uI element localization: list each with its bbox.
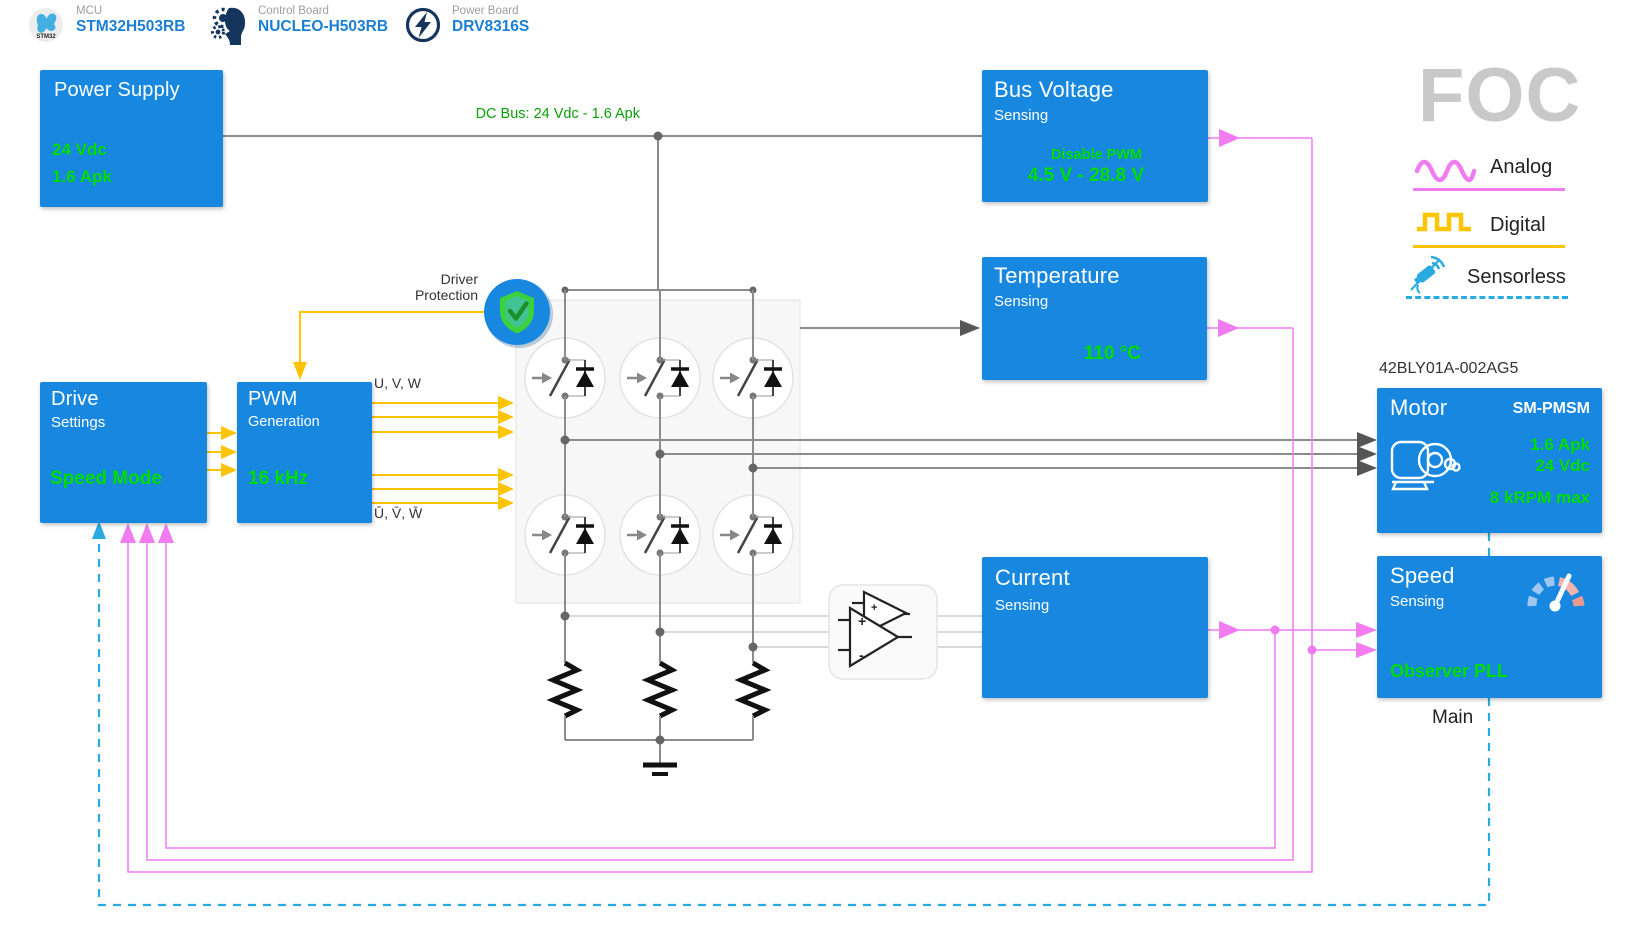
bus-voltage-block[interactable]: Bus Voltage Sensing Disable PWM 4.5 V - … (982, 70, 1208, 202)
temperature-block[interactable]: Temperature Sensing 110 °C (982, 257, 1207, 380)
motor-voltage: 24 Vdc (1535, 456, 1590, 475)
dc-bus-wire (223, 131, 982, 294)
foc-logo: FOC (1418, 53, 1582, 138)
analog-line-sample (1413, 188, 1565, 191)
legend-digital-label: Digital (1490, 214, 1546, 236)
header-item-control-board: Control Board NUCLEO-H503RB (210, 5, 388, 47)
drive-mode: Speed Mode (50, 468, 162, 489)
motor-type: SM-PMSM (1512, 400, 1590, 417)
speed-algorithm: Observer PLL (1390, 661, 1509, 681)
power-supply-block[interactable]: Power Supply 24 Vdc 1.6 Apk (40, 70, 223, 207)
temperature-title: Temperature (994, 263, 1120, 288)
current-subtitle: Sensing (995, 597, 1050, 614)
temperature-wire (800, 320, 980, 336)
pwm-title: PWM (248, 388, 298, 410)
sensorless-feedback-wire (92, 521, 1491, 907)
pwm-top-phases-label: U, V, W (374, 375, 421, 391)
power-board-link[interactable]: DRV8316S (452, 18, 530, 35)
header-item-mcu: STM32 MCU STM32H503RB (28, 5, 185, 45)
ground (564, 716, 754, 776)
motor-model-label: 42BLY01A-002AG5 (1379, 360, 1519, 377)
power-supply-current: 1.6 Apk (52, 167, 112, 186)
pwm-generation-block[interactable]: PWM Generation 16 kHz (237, 382, 372, 523)
legend-sensorless-label: Sensorless (1467, 266, 1566, 288)
current-sensing-block[interactable]: Current Sensing (982, 557, 1208, 698)
power-supply-title: Power Supply (54, 79, 180, 101)
power-board-label: Power Board (452, 5, 519, 17)
motor-current: 1.6 Apk (1530, 435, 1590, 454)
mcu-link[interactable]: STM32H503RB (76, 18, 186, 35)
head-gears-icon (210, 5, 250, 47)
temperature-value: 110 °C (1083, 343, 1141, 364)
inverter-switches (523, 290, 795, 663)
sensorless-line-sample (1406, 296, 1568, 299)
driver-protection-badge[interactable] (484, 279, 553, 348)
digital-line-sample (1413, 245, 1565, 248)
power-supply-voltage: 24 Vdc (52, 140, 107, 159)
motor-block[interactable]: Motor SM-PMSM 1.6 Apk 24 Vdc 8 kRPM max (1377, 388, 1602, 533)
drive-title: Drive (51, 388, 99, 410)
bus-voltage-title: Bus Voltage (994, 77, 1114, 102)
motor-title: Motor (1390, 395, 1448, 420)
motor-icon (1387, 426, 1467, 494)
speed-title: Speed (1390, 563, 1455, 588)
driver-protection-label: Driver Protection (414, 271, 478, 304)
svg-text:+: + (871, 602, 877, 614)
main-context-label: Main (1432, 707, 1474, 728)
bus-voltage-protection: Disable PWM (1050, 147, 1142, 163)
opamp-box: + - + (828, 584, 938, 680)
control-board-label: Control Board (258, 5, 329, 17)
motor-phase-wires (565, 432, 1377, 476)
analog-feedback-wires (120, 129, 1377, 873)
stm32-logo-icon: STM32 (28, 5, 66, 45)
temperature-subtitle: Sensing (994, 293, 1049, 310)
drive-settings-block[interactable]: Drive Settings Speed Mode (40, 382, 207, 523)
bus-voltage-subtitle: Sensing (994, 107, 1049, 124)
sensorless-satellite-icon (1404, 250, 1452, 298)
bus-voltage-range: 4.5 V - 28.8 V (1027, 165, 1144, 186)
dc-bus-label: DC Bus: 24 Vdc - 1.6 Apk (475, 106, 640, 122)
pwm-bottom-phases-label: Ū, V̄, W̄ (374, 505, 423, 521)
control-board-link[interactable]: NUCLEO-H503RB (258, 18, 389, 35)
pwm-subtitle: Generation (248, 414, 320, 430)
svg-text:STM32: STM32 (36, 34, 56, 40)
pwm-wires (207, 311, 514, 510)
header-item-power-board: Power Board DRV8316S (404, 5, 529, 45)
lightning-circle-icon (404, 5, 444, 45)
mcu-label: MCU (76, 5, 103, 17)
analog-wave-icon (1413, 153, 1479, 185)
current-title: Current (995, 565, 1070, 590)
speed-sensing-block[interactable]: Speed Sensing Observer PLL (1377, 556, 1602, 698)
legend-analog-label: Analog (1490, 156, 1553, 178)
digital-wave-icon (1413, 207, 1479, 239)
speedometer-icon (1518, 564, 1592, 620)
pwm-frequency: 16 kHz (248, 468, 309, 489)
svg-text:+: + (858, 613, 866, 629)
drive-subtitle: Settings (51, 414, 106, 431)
shunt-resistors (546, 660, 772, 719)
svg-text:-: - (859, 647, 864, 663)
motor-max-speed: 8 kRPM max (1489, 488, 1590, 507)
speed-subtitle: Sensing (1390, 593, 1445, 610)
